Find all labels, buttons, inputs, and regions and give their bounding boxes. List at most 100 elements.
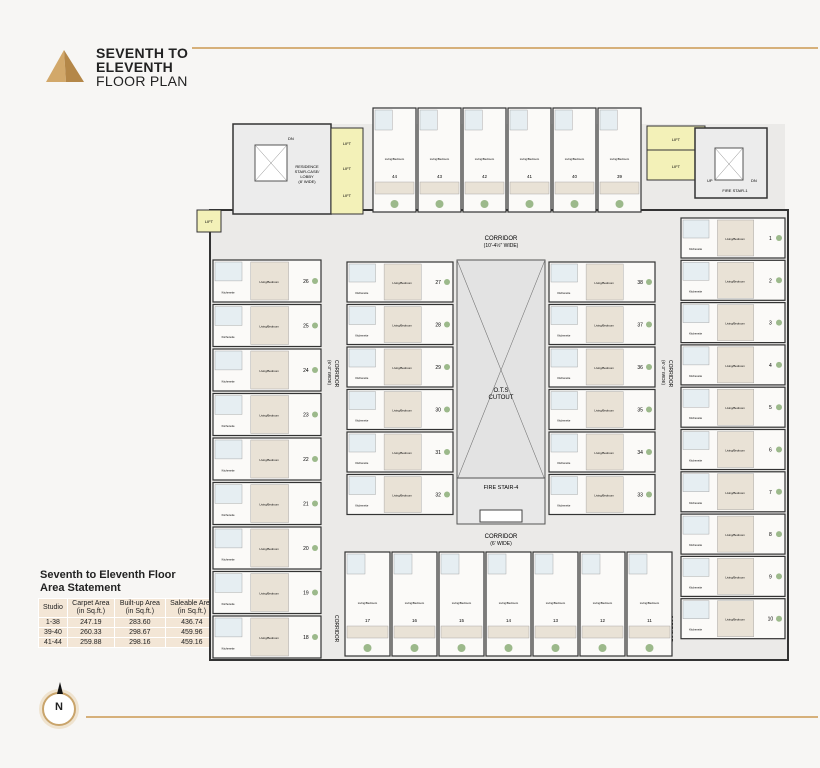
kitchen-label: Kitchenette <box>689 247 703 251</box>
kitchen-label: Kitchenette <box>355 376 369 380</box>
table-header: Built-up Area (in Sq.ft.) <box>113 598 166 618</box>
room-label: Living/Bedroom <box>392 281 412 285</box>
unit-number: 11 <box>647 618 652 623</box>
corridor-bl-label: CORRIDOR <box>333 615 339 643</box>
unit-number: 36 <box>637 365 643 371</box>
kitchen-label: Kitchenette <box>689 332 703 336</box>
compass-label: N <box>55 701 63 713</box>
table-header-row: Studio Carpet Area (in Sq.ft.) Built-up … <box>38 598 219 618</box>
kitchen-label: Kitchenette <box>222 424 236 428</box>
table-row: 39-40 260.33 298.67 459.96 <box>38 627 219 638</box>
lobby-dn: DN <box>288 136 294 141</box>
unit-number: 7 <box>769 490 772 496</box>
unit-number: 26 <box>303 279 309 285</box>
fire-stair-1: LIFT LIFT UP DN FIRE STAIR-1 <box>646 125 768 199</box>
kitchen-label: Kitchenette <box>355 334 369 338</box>
area-statement-table: Studio Carpet Area (in Sq.ft.) Built-up … <box>38 598 219 648</box>
kitchen-label: Kitchenette <box>689 459 703 463</box>
kitchen-label: Kitchenette <box>222 469 236 473</box>
corridor-top-label: CORRIDOR <box>485 236 518 242</box>
room-label: Living/Bedroom <box>385 157 405 161</box>
kitchen-label: Kitchenette <box>222 513 236 517</box>
table-cell: 298.67 <box>113 627 166 638</box>
kitchen-label: Kitchenette <box>557 376 571 380</box>
room-label: Living/Bedroom <box>725 618 745 622</box>
logo-icon <box>46 50 84 82</box>
room-label: Living/Bedroom <box>725 449 745 453</box>
kitchen-label: Kitchenette <box>689 374 703 378</box>
svg-text:LIFT: LIFT <box>205 219 214 224</box>
ots-label-2: CUTOUT <box>489 395 514 401</box>
svg-text:FIRE STAIR-1: FIRE STAIR-1 <box>722 188 748 193</box>
area-title-line-1: Seventh to Eleventh Floor <box>40 569 176 581</box>
room-label: Living/Bedroom <box>392 366 412 370</box>
svg-text:LIFT: LIFT <box>672 164 681 169</box>
svg-text:LIFT: LIFT <box>672 137 681 142</box>
unit-15: 15 Living/Bedroom <box>438 551 485 657</box>
unit-number: 37 <box>637 323 643 329</box>
table-row: 41-44 259.88 298.16 459.16 <box>38 637 219 648</box>
room-label: Living/Bedroom <box>593 601 613 605</box>
room-label: Living/Bedroom <box>430 157 450 161</box>
room-label: Living/Bedroom <box>259 636 279 640</box>
kitchen-label: Kitchenette <box>222 380 236 384</box>
kitchen-label: Kitchenette <box>355 291 369 295</box>
table-cell: 260.33 <box>66 627 115 638</box>
svg-text:LIFT: LIFT <box>343 141 352 146</box>
room-label: Living/Bedroom <box>392 451 412 455</box>
room-label: Living/Bedroom <box>546 601 566 605</box>
kitchen-label: Kitchenette <box>689 543 703 547</box>
unit-number: 34 <box>637 450 643 456</box>
room-label: Living/Bedroom <box>452 601 472 605</box>
room-label: Living/Bedroom <box>594 494 614 498</box>
svg-text:LIFT: LIFT <box>343 166 352 171</box>
ots-cutout: O.T.S CUTOUT <box>456 259 546 481</box>
kitchen-label: Kitchenette <box>222 647 236 651</box>
kitchen-label: Kitchenette <box>355 461 369 465</box>
table-cell: 259.88 <box>66 637 115 648</box>
unit-number: 15 <box>459 618 465 623</box>
table-row: 1-38 247.19 283.60 436.74 <box>38 617 219 628</box>
unit-number: 14 <box>506 618 512 623</box>
kitchen-label: Kitchenette <box>689 289 703 293</box>
unit-number: 18 <box>303 635 309 641</box>
unit-number: 19 <box>303 591 309 597</box>
table-cell: 1-38 <box>38 617 68 628</box>
svg-text:(8' WIDE): (8' WIDE) <box>298 179 316 184</box>
room-label: Living/Bedroom <box>405 601 425 605</box>
room-label: Living/Bedroom <box>725 575 745 579</box>
title-line-1: SEVENTH TO <box>96 45 189 61</box>
unit-number: 3 <box>769 321 772 327</box>
room-label: Living/Bedroom <box>259 592 279 596</box>
unit-number: 27 <box>435 280 441 286</box>
room-label: Living/Bedroom <box>725 533 745 537</box>
area-title-line-2: Area Statement <box>40 582 121 594</box>
page-title: SEVENTH TO ELEVENTH FLOOR PLAN <box>96 46 188 88</box>
kitchen-label: Kitchenette <box>689 585 703 589</box>
area-statement-title: Seventh to Eleventh Floor Area Statement <box>40 569 176 595</box>
floor-plan: O.T.S CUTOUT FIRE STAIR-4 CORRIDOR (10'-… <box>196 107 789 661</box>
